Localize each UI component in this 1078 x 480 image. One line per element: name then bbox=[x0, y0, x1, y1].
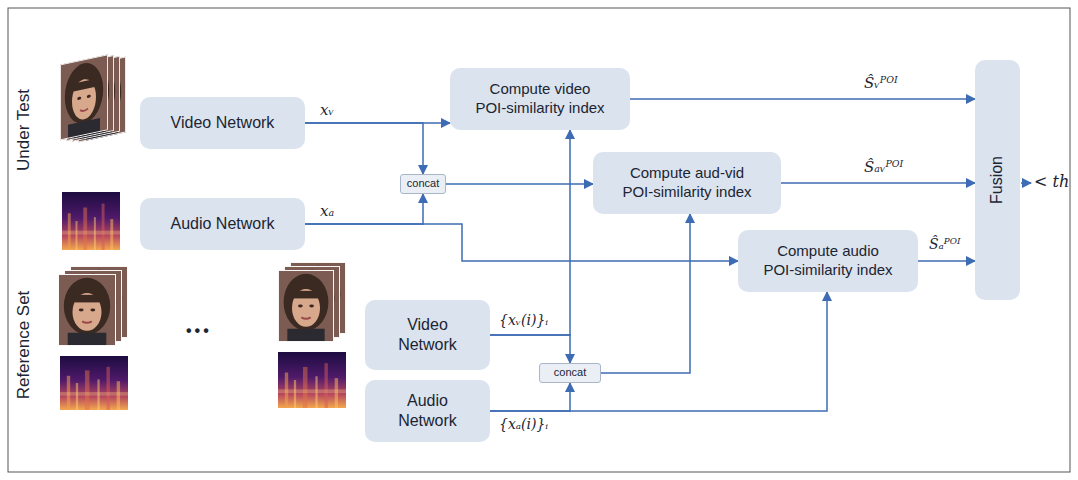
node-text: Audio Network bbox=[170, 214, 274, 234]
connector-arrow bbox=[918, 260, 975, 262]
process-box: Compute audio POI-similarity index bbox=[738, 230, 918, 292]
group-label: Reference Set bbox=[14, 291, 34, 400]
threshold-label: < th bbox=[1034, 172, 1069, 191]
signal-label: Ŝᵥᴾᴼᴵ bbox=[862, 74, 900, 92]
signal-label: Ŝₐᵥᴾᴼᴵ bbox=[862, 158, 905, 176]
fusion-box: Fusion bbox=[975, 60, 1020, 300]
node-text: Video Network bbox=[171, 113, 275, 133]
connector-arrow bbox=[305, 123, 423, 174]
concat-box: concat bbox=[539, 363, 601, 383]
network-box: Video Network bbox=[365, 300, 490, 370]
network-box: Video Network bbox=[140, 97, 305, 149]
node-text: Fusion bbox=[988, 156, 1008, 204]
process-box: Compute aud-vid POI-similarity index bbox=[593, 152, 781, 214]
connector-arrow bbox=[490, 292, 827, 411]
ellipsis-mark: ••• bbox=[186, 322, 212, 340]
signal-label: xᵥ bbox=[318, 101, 336, 119]
test-spectrogram bbox=[62, 192, 120, 250]
test-video-frames bbox=[60, 50, 126, 146]
connector-arrow bbox=[781, 182, 975, 184]
connector-arrow bbox=[305, 194, 423, 224]
connector-arrow bbox=[446, 183, 593, 185]
node-text: concat bbox=[407, 177, 439, 191]
network-box: Audio Network bbox=[365, 380, 490, 442]
node-text: Compute video POI-similarity index bbox=[474, 80, 607, 118]
group-label: Under Test bbox=[14, 89, 34, 171]
network-box: Audio Network bbox=[140, 198, 305, 250]
signal-label: {xᵥ(i)}ᵢ bbox=[497, 312, 550, 328]
connector-arrow bbox=[490, 130, 570, 335]
node-text: Compute aud-vid POI-similarity index bbox=[621, 164, 754, 202]
output-arrow bbox=[1021, 182, 1031, 184]
frame-border bbox=[8, 8, 1070, 472]
node-text: Compute audio POI-similarity index bbox=[762, 242, 895, 280]
node-text: Audio Network bbox=[383, 391, 473, 431]
signal-label: Ŝₐᴾᴼᴵ bbox=[927, 236, 963, 252]
connector-arrow bbox=[601, 214, 690, 373]
connector-arrow bbox=[490, 335, 570, 363]
node-text: concat bbox=[554, 366, 586, 380]
reference-video-frames bbox=[58, 262, 346, 346]
node-text: Video Network bbox=[383, 315, 473, 355]
reference-spectrogram bbox=[60, 356, 128, 410]
connector-arrow bbox=[490, 383, 570, 411]
signal-label: {xₐ(i)}ᵢ bbox=[497, 416, 550, 432]
connector-arrow bbox=[630, 98, 975, 100]
signal-label: xₐ bbox=[318, 202, 336, 220]
reference-spectrogram bbox=[278, 352, 346, 408]
process-box: Compute video POI-similarity index bbox=[450, 68, 630, 130]
concat-box: concat bbox=[400, 174, 446, 194]
connector-arrow bbox=[305, 224, 738, 261]
